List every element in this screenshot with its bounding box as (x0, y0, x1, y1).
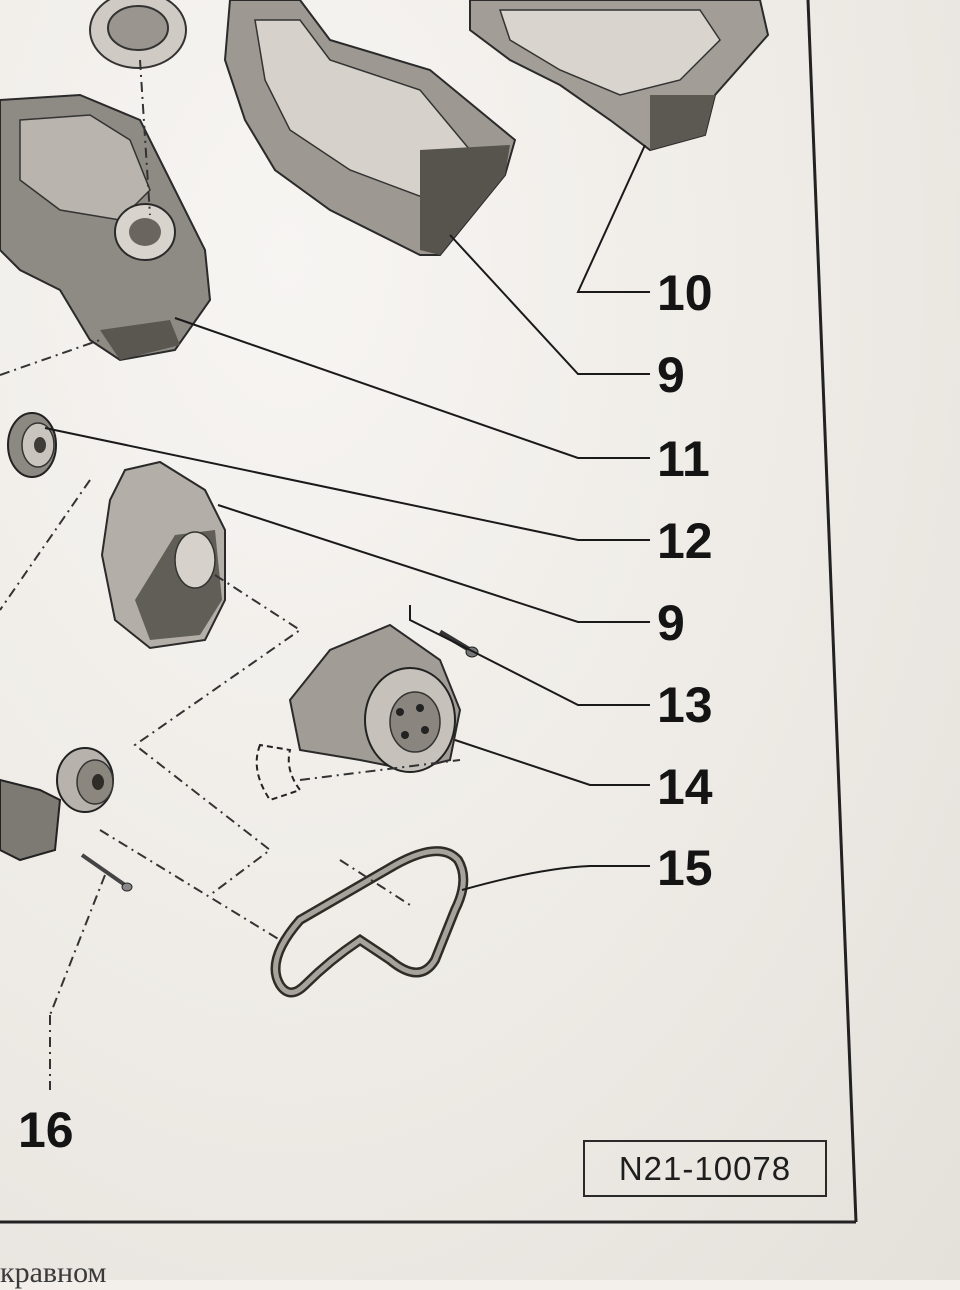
callout-15: 15 (657, 840, 713, 896)
callout-10: 10 (657, 265, 713, 321)
leader-lines (44, 144, 650, 891)
housing-part (0, 93, 212, 362)
idler-pulley-12 (7, 412, 57, 478)
callout-12: 12 (657, 513, 713, 569)
bolt-16 (80, 853, 133, 892)
tensioner-part (0, 747, 114, 862)
filler-cap-part (89, 0, 187, 69)
callout-14: 14 (657, 759, 713, 815)
callout-11: 11 (657, 431, 710, 487)
water-pump-14 (255, 623, 462, 802)
figure-code-text: N21-10078 (618, 1149, 792, 1187)
drive-belt-15 (270, 846, 469, 998)
callout-9-upper: 9 (657, 347, 685, 403)
figure-code-box: N21-10078 (583, 1140, 827, 1197)
frame-right-border (806, 0, 858, 1223)
cover-part-9 (223, 0, 517, 256)
callout-9-lower: 9 (657, 595, 685, 651)
assembly-lines (0, 59, 461, 1090)
page-bottom-text: кравном (0, 1256, 107, 1289)
callout-16: 16 (18, 1102, 74, 1158)
callout-13: 13 (657, 677, 713, 733)
bracket-part-10 (469, 0, 770, 152)
cover-part-9b (100, 460, 226, 650)
